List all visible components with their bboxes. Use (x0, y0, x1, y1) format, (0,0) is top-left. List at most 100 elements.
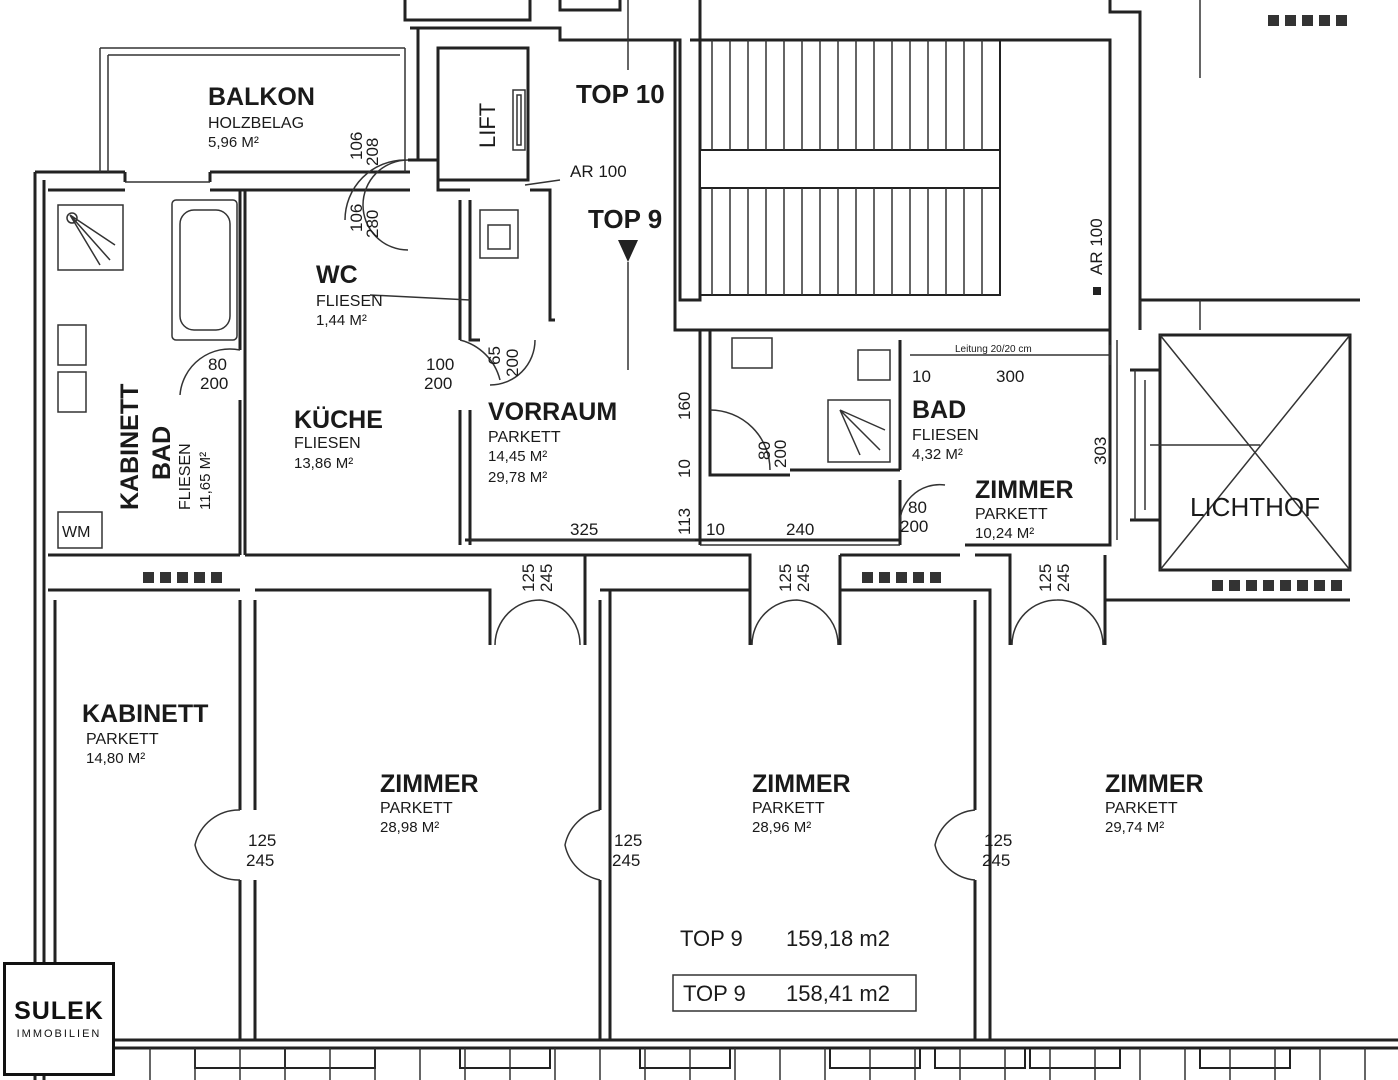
dim-door5-245: 245 (612, 851, 640, 870)
dim-325: 325 (570, 520, 598, 539)
top10-label: TOP 10 (576, 79, 665, 109)
window-block (1229, 580, 1240, 591)
kueche-material: FLIESEN (294, 435, 361, 452)
dim-door6-125: 125 (984, 831, 1012, 850)
kabinett-bad-material: FLIESEN (177, 443, 194, 510)
lichthof-name: LICHTHOF (1190, 492, 1320, 522)
zimmer1-material: PARKETT (380, 800, 453, 817)
dim-door3-125: 125 (1036, 564, 1055, 592)
dim-200-e: 200 (900, 517, 928, 536)
dim-door4-125: 125 (248, 831, 276, 850)
kabinett-bad-name1: KABINETT (116, 384, 144, 510)
unit-labels: LIFT TOP 10 TOP 9 AR 100 AR 100 WM Leitu… (62, 79, 1106, 541)
window-block (211, 572, 222, 583)
dim-303: 303 (1091, 437, 1110, 465)
staircase (699, 39, 1001, 296)
dim-200-b: 200 (424, 374, 452, 393)
kabinett-area: 14,80 M² (86, 750, 145, 767)
window-block (1285, 15, 1296, 26)
ar100-label-b: AR 100 (1087, 218, 1106, 275)
dim-10-b: 10 (706, 520, 725, 539)
dim-80-c: 80 (908, 498, 927, 517)
dim-door1-245: 245 (537, 564, 556, 592)
balkon-material: HOLZBELAG (208, 115, 304, 132)
balkon-name: BALKON (208, 83, 315, 111)
dim-240: 240 (786, 520, 814, 539)
dimension-lines (369, 179, 1118, 546)
dim-106-a: 106 (347, 132, 366, 160)
bad-right-material: FLIESEN (912, 427, 979, 444)
dim-door5-125: 125 (614, 831, 642, 850)
zimmer1-area: 28,98 M² (380, 819, 439, 836)
wc-name: WC (316, 261, 358, 289)
kabinett-material: PARKETT (86, 731, 159, 748)
zimmer3-area: 29,74 M² (1105, 819, 1164, 836)
stair-landing (699, 149, 1001, 189)
window-block (1246, 580, 1257, 591)
window-block (1302, 15, 1313, 26)
kabinett-bad-name2: BAD (148, 426, 176, 480)
dimension-labels: 106 208 106 280 80 200 100 200 65 200 80… (200, 132, 1110, 870)
summary-line2-label: TOP 9 (683, 981, 746, 1006)
dim-door1-125: 125 (519, 564, 538, 592)
wm-label: WM (62, 524, 90, 541)
facade-bays (149, 1048, 1366, 1080)
window-block (1319, 15, 1330, 26)
logo-line2: IMMOBILIEN (16, 1027, 102, 1040)
zimmer2-name: ZIMMER (752, 770, 851, 798)
dim-door6-245: 245 (982, 851, 1010, 870)
bad-right-name: BAD (912, 396, 966, 424)
facade-bay (934, 1048, 1026, 1069)
dim-65: 65 (485, 346, 504, 365)
kabinett-name: KABINETT (82, 700, 208, 728)
dim-door2-245: 245 (794, 564, 813, 592)
dim-door3-245: 245 (1054, 564, 1073, 592)
doors (125, 159, 1201, 881)
facade-bay (1029, 1048, 1121, 1069)
dim-200-c: 200 (503, 349, 522, 377)
summary-line1-label: TOP 9 (680, 926, 743, 951)
window-block (1212, 580, 1223, 591)
zimmer2-material: PARKETT (752, 800, 825, 817)
sulek-logo: SULEK IMMOBILIEN (3, 962, 115, 1076)
facade-bay (829, 1048, 921, 1069)
wc-material: FLIESEN (316, 293, 383, 310)
zimmer2-area: 28,96 M² (752, 819, 811, 836)
dim-door4-245: 245 (246, 851, 274, 870)
lift-label: LIFT (475, 103, 500, 148)
facade-bay (459, 1048, 551, 1069)
summary-line1-value: 159,18 m2 (786, 926, 890, 951)
room-labels: BALKON HOLZBELAG 5,96 M² WC FLIESEN 1,44… (82, 83, 1320, 836)
dim-208: 208 (363, 138, 382, 166)
kueche-name: KÜCHE (294, 405, 383, 434)
vorraum-area-2: 29,78 M² (488, 469, 547, 486)
zimmer-small-name: ZIMMER (975, 476, 1074, 504)
dim-106-b: 106 (347, 204, 366, 232)
facade-bay (639, 1048, 731, 1069)
window-block (879, 572, 890, 583)
bad-right-area: 4,32 M² (912, 446, 963, 463)
summary-line2-value: 158,41 m2 (786, 981, 890, 1006)
vorraum-area: 14,45 M² (488, 448, 547, 465)
zimmer-small-area: 10,24 M² (975, 525, 1034, 542)
window-block (1297, 580, 1308, 591)
window-block (1314, 580, 1325, 591)
window-block (896, 572, 907, 583)
window-block (194, 572, 205, 583)
zimmer-small-material: PARKETT (975, 506, 1048, 523)
kabinett-bad-area: 11,65 M² (197, 452, 214, 510)
zimmer1-name: ZIMMER (380, 770, 479, 798)
dim-80-a: 80 (208, 355, 227, 374)
top9-label: TOP 9 (588, 204, 662, 234)
window-block (1280, 580, 1291, 591)
window-block (862, 572, 873, 583)
facade-bay (1199, 1048, 1291, 1069)
dim-200-a: 200 (200, 374, 228, 393)
balkon-area: 5,96 M² (208, 134, 259, 151)
wc-area: 1,44 M² (316, 312, 367, 329)
dim-300: 300 (996, 367, 1024, 386)
fixtures (57, 0, 1201, 549)
window-block (143, 572, 154, 583)
dim-280: 280 (363, 210, 382, 238)
